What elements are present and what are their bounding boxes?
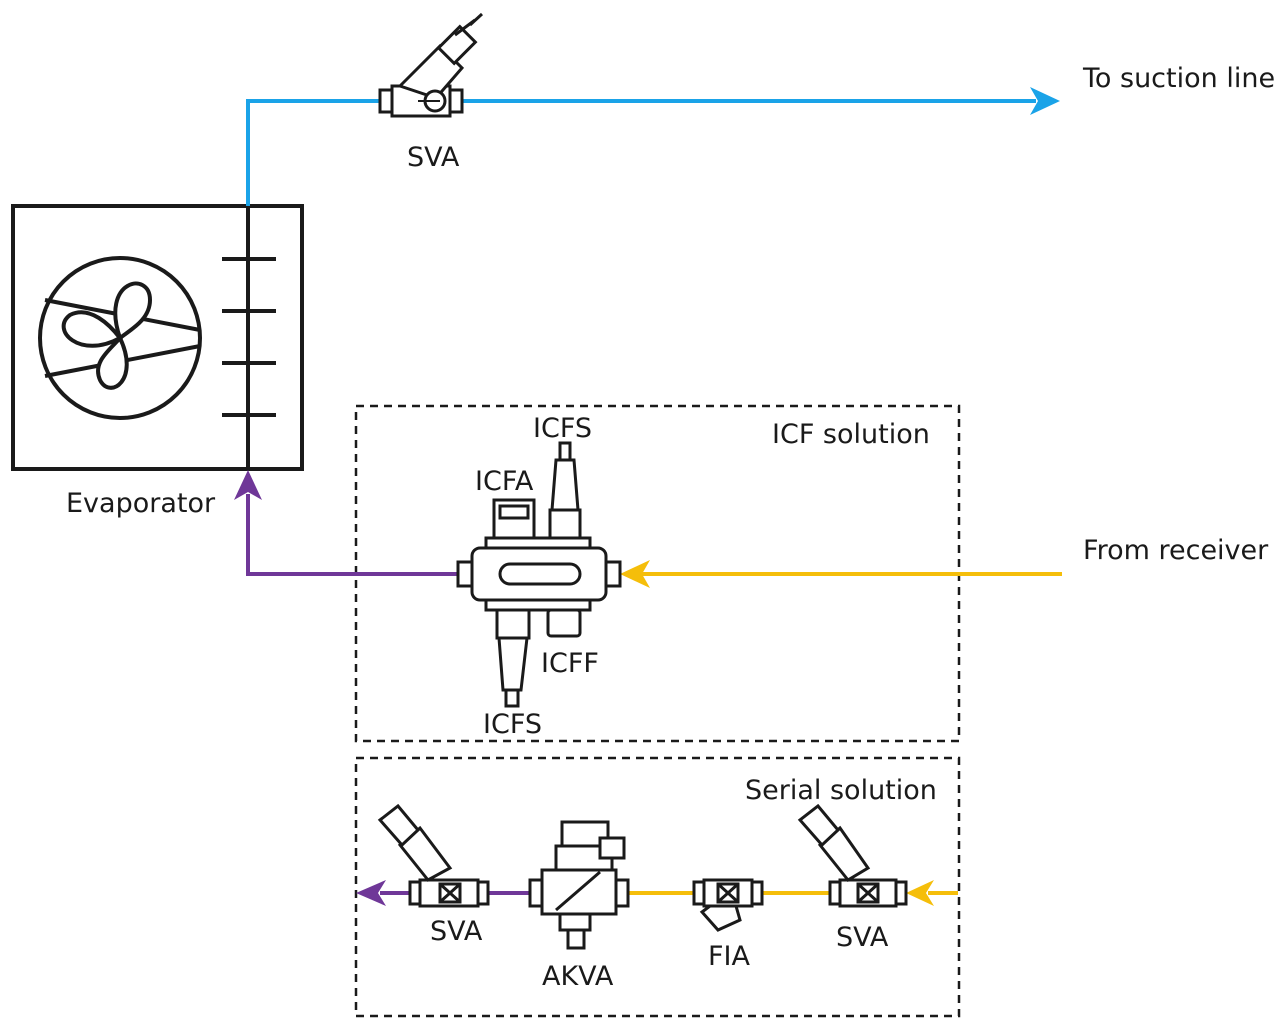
fia-filter-icon[interactable] [692,878,764,932]
fia-label: FIA [708,941,750,972]
from-receiver-label: From receiver [1083,535,1269,566]
to-suction-line-label: To suction line [1082,63,1275,94]
sva-right-valve-icon[interactable] [797,803,908,908]
icfs-top-label: ICFS [533,413,592,444]
suction-arrow [1030,87,1060,115]
icfs-bottom-label: ICFS [483,709,542,740]
icf-solution-label: ICF solution [772,419,930,450]
icf-valve-station-icon[interactable] [456,441,622,708]
sva-left-valve-icon[interactable] [377,803,490,908]
icff-label: ICFF [541,648,599,679]
liquid-arrow-serial [906,880,934,906]
expanded-arrow-up [234,470,262,500]
expanded-arrow-left [356,880,386,906]
evaporator[interactable] [11,204,304,471]
liquid-arrow-icf [620,560,650,588]
akva-label: AKVA [542,961,614,992]
sva-left-label: SVA [430,916,483,947]
akva-solenoid-valve-icon[interactable] [528,820,630,950]
serial-solution-box [354,756,961,1018]
icfa-label: ICFA [475,466,534,497]
expanded-line-icf [246,494,458,576]
suction-line [246,99,380,206]
sva-top-label: SVA [407,142,460,173]
sva-right-label: SVA [836,922,889,953]
fan-icon [38,256,202,420]
sva-top-valve-icon[interactable] [378,12,484,118]
serial-solution-label: Serial solution [745,775,937,806]
evaporator-label: Evaporator [66,488,216,519]
